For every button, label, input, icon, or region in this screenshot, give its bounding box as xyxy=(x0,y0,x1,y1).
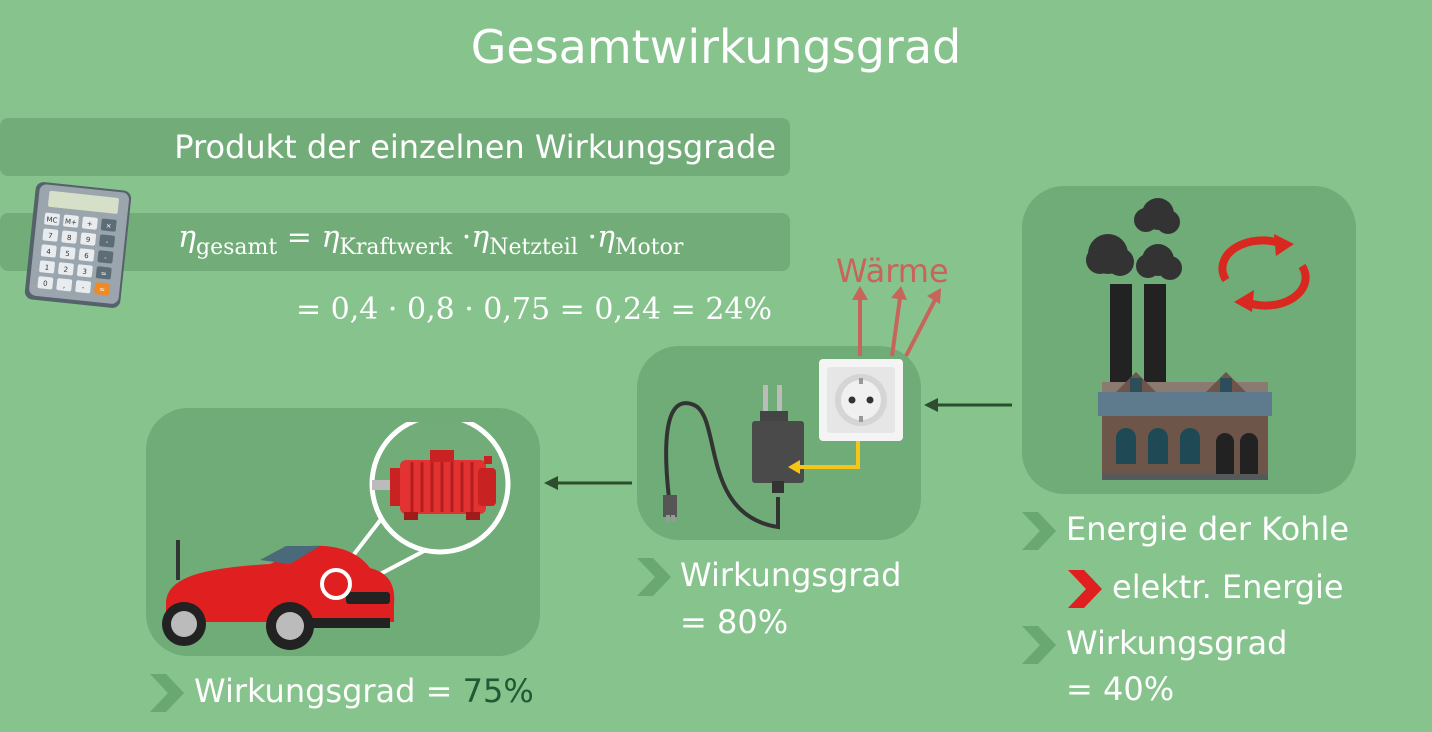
calculator-key-label: 9 xyxy=(85,236,90,244)
calculator-key-label: 6 xyxy=(84,252,90,260)
calculator-key xyxy=(37,276,54,290)
page-title: Gesamtwirkungsgrad xyxy=(470,20,962,74)
calculator-key xyxy=(63,214,79,228)
smoke-icon xyxy=(1086,198,1182,280)
heat-arrows xyxy=(840,286,960,358)
chevron-icon xyxy=(150,674,184,712)
calculator-key-label: 3 xyxy=(82,268,87,276)
calculator-key-label: + xyxy=(86,220,93,229)
flow-arrow-charger-to-car xyxy=(544,474,634,492)
car-efficiency-value: 75% xyxy=(462,672,534,710)
efficiency-formula: ηgesamt = ηKraftwerk ·ηNetzteil ·ηMotor xyxy=(178,220,684,260)
calculator-key xyxy=(59,246,76,260)
calculator-key-label: , xyxy=(63,282,66,290)
chevron-icon xyxy=(1068,570,1102,608)
plant-energy-source: Energie der Kohle xyxy=(1066,510,1349,548)
calculator-key-label: = xyxy=(100,270,107,279)
calculator-key xyxy=(99,234,115,248)
cycle-arrows-icon xyxy=(1212,232,1316,314)
subtitle-band: Produkt der einzelnen Wirkungsgrade xyxy=(0,118,790,176)
charger-icon xyxy=(660,355,910,535)
calculator-key xyxy=(56,278,73,292)
car-efficiency-label: Wirkungsgrad = 75% xyxy=(194,672,534,710)
chevron-icon xyxy=(1022,626,1056,664)
subtitle-text: Produkt der einzelnen Wirkungsgrade xyxy=(174,128,776,166)
flow-arrow-plant-to-socket xyxy=(924,396,1014,414)
calculator-key xyxy=(100,218,117,232)
calculator-key xyxy=(78,248,95,262)
calculator-key-label: × xyxy=(105,222,112,231)
calculator-key-label: 0 xyxy=(43,280,48,288)
calculator-key-label: 8 xyxy=(67,234,72,242)
calculator-key-label: - xyxy=(81,284,85,292)
formula-band xyxy=(0,213,790,271)
electric-motor-icon xyxy=(368,450,508,524)
calculator-key-label: 5 xyxy=(65,250,70,258)
charger-efficiency-value: = 80% xyxy=(680,603,789,641)
power-plant-icon xyxy=(1080,196,1290,486)
chevron-icon xyxy=(637,558,671,596)
calculator-key-label: = xyxy=(99,285,106,294)
calculator-key-label: 1 xyxy=(44,264,49,272)
calculator-key xyxy=(40,244,57,258)
calculator-key-label: 7 xyxy=(48,232,53,240)
calculator-key xyxy=(97,250,114,264)
calculator-key xyxy=(75,280,92,294)
charger-efficiency-label: Wirkungsgrad xyxy=(680,556,902,594)
chevron-icon xyxy=(1022,512,1056,550)
wall-socket-icon xyxy=(817,357,905,443)
plant-efficiency-label: Wirkungsgrad xyxy=(1066,624,1288,662)
plant-efficiency-value: = 40% xyxy=(1066,670,1175,708)
calculator-key-label: - xyxy=(105,238,109,246)
calculator-key xyxy=(44,212,60,226)
calculator-key-label: M+ xyxy=(65,218,78,227)
calculator-key xyxy=(42,228,59,242)
efficiency-calculation: = 0,4 · 0,8 · 0,75 = 0,24 = 24% xyxy=(296,292,773,327)
plant-energy-output: elektr. Energie xyxy=(1112,568,1344,606)
calculator-key-label: - xyxy=(104,254,108,262)
heat-label: Wärme xyxy=(836,252,949,290)
calculator-key-label: MC xyxy=(46,216,58,225)
calculator-key-label: 2 xyxy=(63,266,68,274)
calculator-key xyxy=(61,230,78,244)
calculator-key xyxy=(95,266,112,280)
calculator-icon: MC M+ + × 7 8 9 - 4 5 6 - 1 2 3 = 0, - = xyxy=(22,180,134,310)
calculator-key-label: 4 xyxy=(46,248,52,256)
calculator-key xyxy=(81,216,98,230)
calculator-key xyxy=(94,282,110,296)
calculator-key xyxy=(39,260,55,274)
calculator-key xyxy=(80,232,97,246)
calculator-key xyxy=(76,264,93,278)
calculator-key xyxy=(58,262,74,276)
